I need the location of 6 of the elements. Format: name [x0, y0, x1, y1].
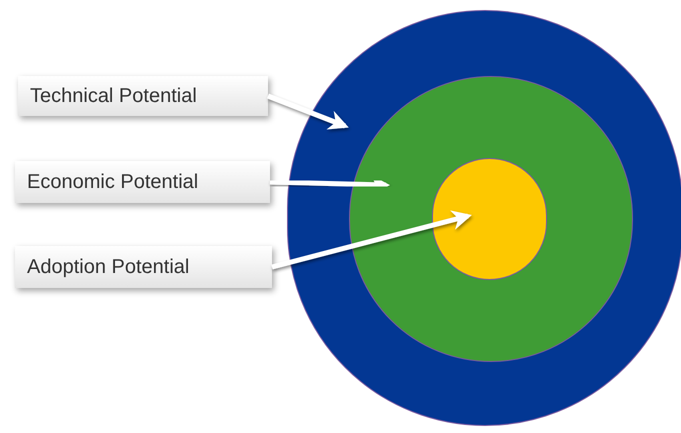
arrow	[267, 94, 349, 130]
label-box: Economic Potential	[15, 161, 270, 203]
arrow	[270, 174, 390, 195]
arrow	[271, 210, 472, 270]
label-box: Adoption Potential	[15, 246, 272, 288]
label-box: Technical Potential	[18, 76, 268, 116]
